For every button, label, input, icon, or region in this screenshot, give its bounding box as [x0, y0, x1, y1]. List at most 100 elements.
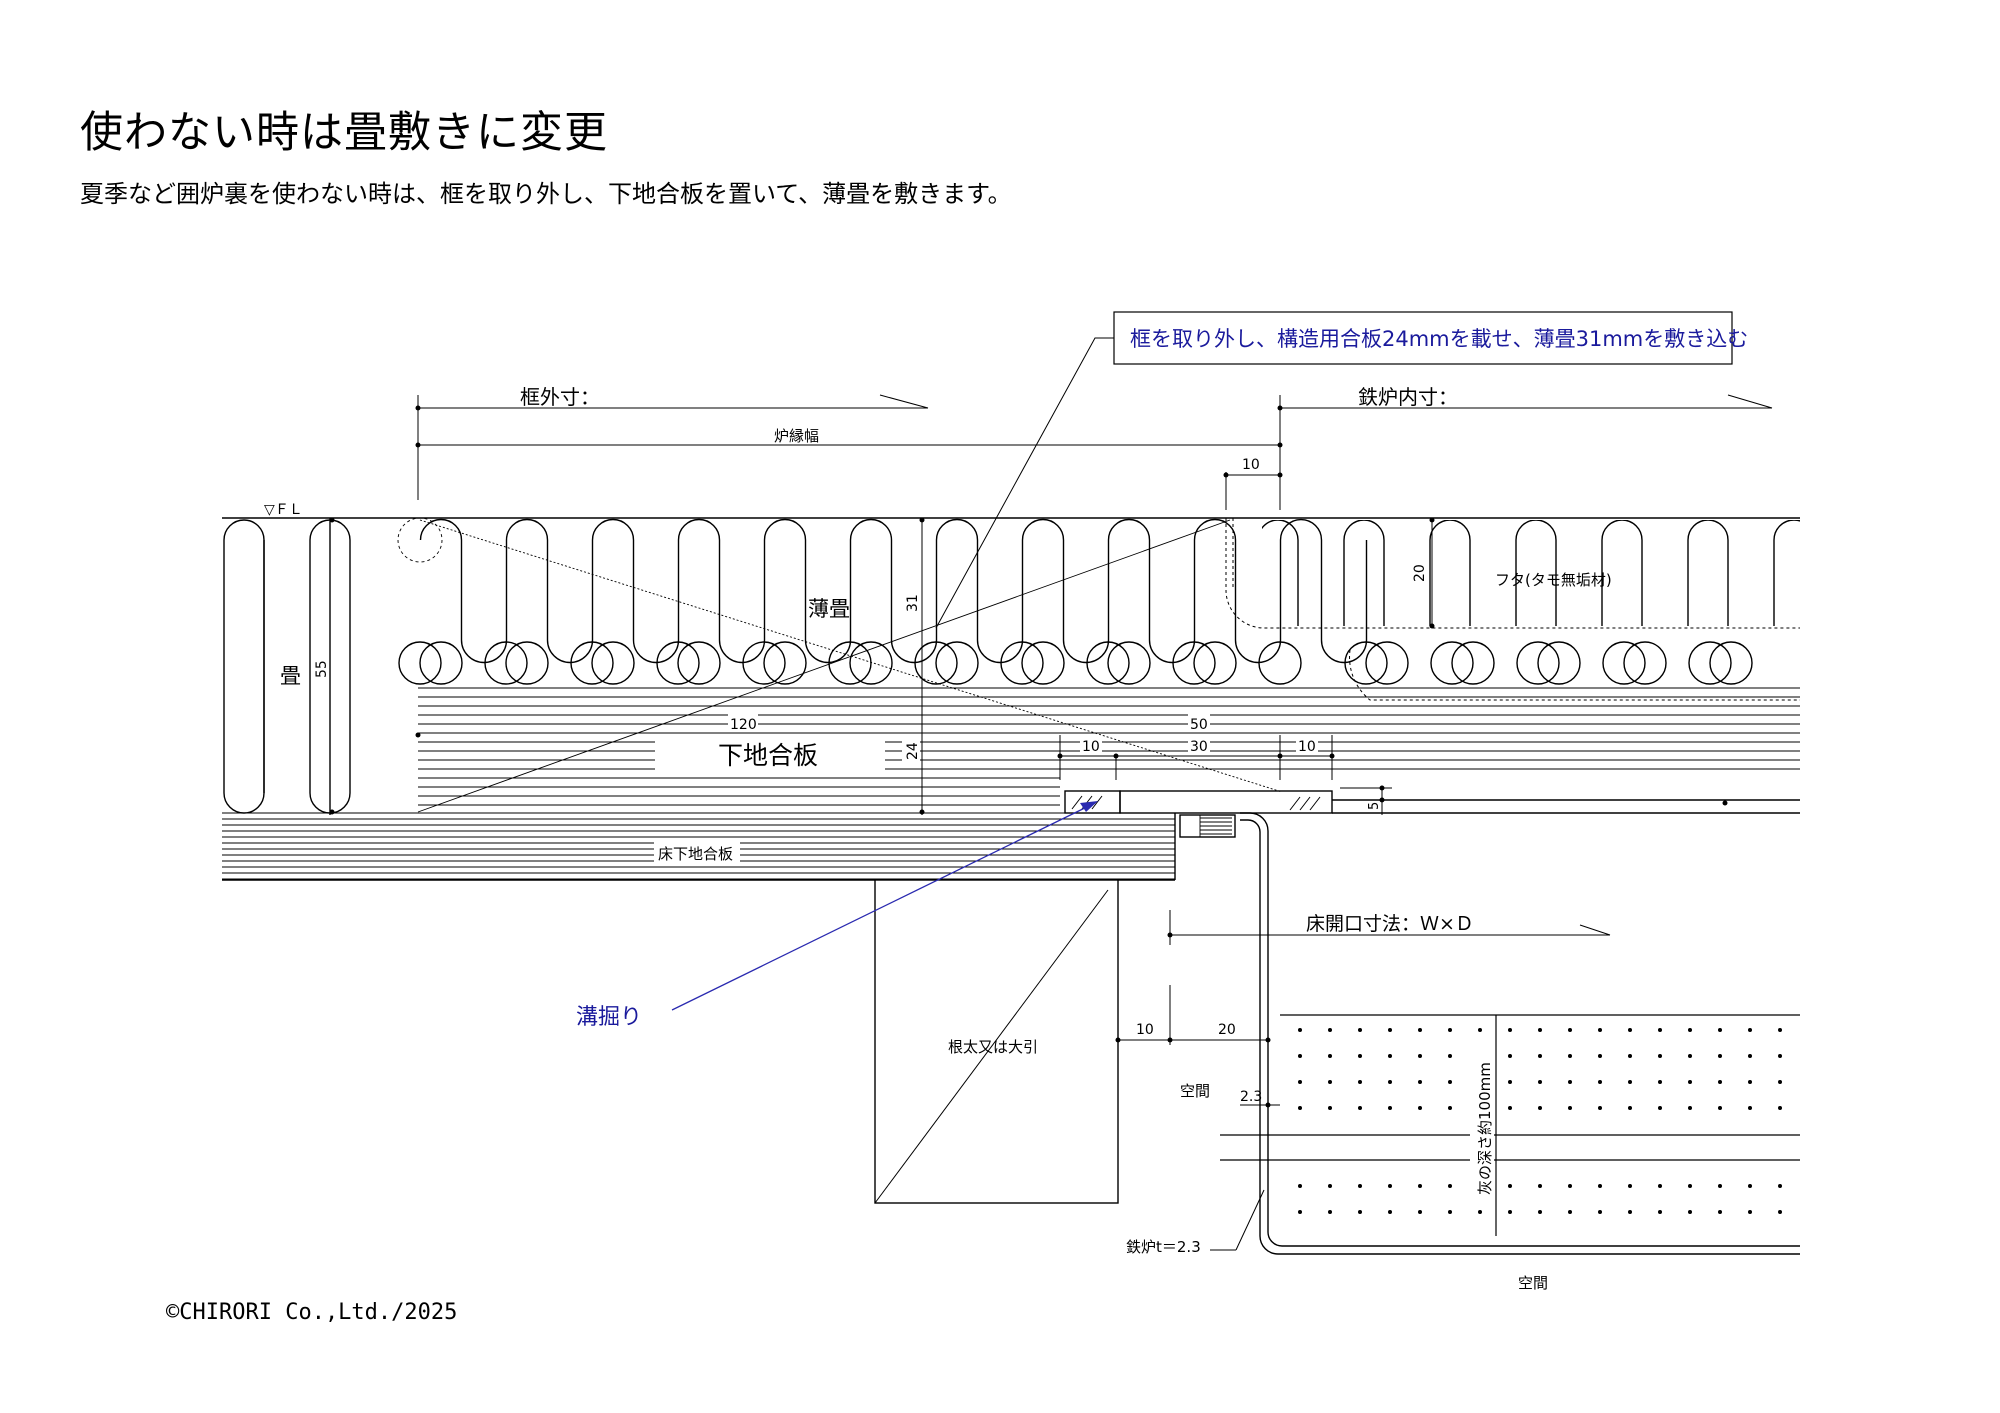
ash-dot	[1508, 1080, 1512, 1084]
ash-dot	[1298, 1028, 1302, 1032]
ash-dot	[1448, 1080, 1452, 1084]
ash-dot	[1628, 1028, 1632, 1032]
ash-dot	[1358, 1210, 1362, 1214]
ash-dot	[1328, 1080, 1332, 1084]
ash-dot	[1298, 1210, 1302, 1214]
ash-dot	[1388, 1210, 1392, 1214]
label-thin-tatami: 薄畳	[808, 597, 850, 621]
tatami-bottom-circle	[1258, 641, 1302, 685]
dim-5: 5	[1367, 802, 1382, 810]
label-iron-hearth: 鉄炉t＝2.3	[1126, 1238, 1201, 1256]
ash-dot	[1598, 1106, 1602, 1110]
callout-box	[1113, 311, 1733, 365]
tatami-bottom-circle	[484, 641, 528, 685]
ash-dot	[1718, 1184, 1722, 1188]
ash-dot	[1538, 1210, 1542, 1214]
label-sub-plywood: 下地合板	[718, 741, 818, 770]
label-tatami: 畳	[280, 664, 301, 688]
tatami-bottom-loop	[677, 641, 721, 685]
ash-dot	[1658, 1184, 1662, 1188]
tatami-bottom-circle	[828, 641, 872, 685]
tatami-bottom-circle	[1000, 641, 1044, 685]
ash-dot	[1538, 1028, 1542, 1032]
ash-dot	[1328, 1054, 1332, 1058]
tatami-loop	[849, 518, 938, 664]
ash-dot	[1328, 1028, 1332, 1032]
tatami-bottom-loop	[1107, 641, 1151, 685]
ash-dot	[1658, 1028, 1662, 1032]
tatami-bottom-circle	[1344, 641, 1388, 685]
ash-dot	[1778, 1080, 1782, 1084]
tatami-loop	[419, 518, 508, 664]
ash-dot	[1298, 1054, 1302, 1058]
tatami-bottom-circle	[1516, 641, 1560, 685]
ash-dot	[1778, 1028, 1782, 1032]
label-lid: フタ(タモ無垢材)	[1495, 571, 1612, 589]
ash-dot	[1778, 1054, 1782, 1058]
tatami-loop	[1021, 518, 1110, 664]
tatami-bottom-loop	[505, 641, 549, 685]
page-subtitle: 夏季など囲炉裏を使わない時は、框を取り外し、下地合板を置いて、薄畳を敷きます。	[80, 180, 1012, 208]
label-space-2: 空間	[1518, 1274, 1548, 1292]
page-title: 使わない時は畳敷きに変更	[80, 108, 608, 158]
tatami-loop	[591, 518, 680, 664]
sub-plywood	[418, 687, 1800, 806]
label-groove: 溝掘り	[576, 1005, 642, 1030]
ash-dot	[1568, 1210, 1572, 1214]
ash-dots	[1298, 1028, 1782, 1214]
ash-dot	[1418, 1106, 1422, 1110]
ash-dot	[1688, 1184, 1692, 1188]
ash-dot	[1358, 1106, 1362, 1110]
ash-dot	[1448, 1054, 1452, 1058]
ash-dot	[1358, 1080, 1362, 1084]
tatami-bottom-circle	[1430, 641, 1474, 685]
tatami-loop	[1193, 518, 1282, 664]
ash-dot	[1628, 1184, 1632, 1188]
ash-dot	[1628, 1106, 1632, 1110]
lid-loop	[1343, 520, 1385, 626]
tatami-bottom-loop	[1193, 641, 1237, 685]
ash-dot	[1628, 1210, 1632, 1214]
tatami-bottom-loop	[591, 641, 635, 685]
iron-hearth-wall	[1240, 812, 1800, 1247]
tatami-loop	[505, 518, 594, 664]
label-floor-opening: 床開口寸法：Ｗ×Ｄ	[1306, 913, 1474, 935]
tatami-loop	[763, 518, 852, 664]
ash-dot	[1748, 1028, 1752, 1032]
ash-dot	[1328, 1106, 1332, 1110]
ash-dot	[1538, 1080, 1542, 1084]
ash-dot	[1748, 1184, 1752, 1188]
lid-loop	[1515, 520, 1557, 626]
dim-31: 31	[905, 594, 921, 612]
lid-loops	[1262, 520, 1900, 640]
tatami-loop	[1107, 518, 1196, 664]
ash-dot	[1358, 1054, 1362, 1058]
ash-dot	[1418, 1080, 1422, 1084]
tatami-bottom-circle	[914, 641, 958, 685]
lid-loop	[1860, 520, 1900, 640]
tatami-bottom-loop	[849, 641, 893, 685]
ash-dot	[1568, 1184, 1572, 1188]
ash-dot	[1598, 1080, 1602, 1084]
ash-dot	[1388, 1080, 1392, 1084]
dim-30: 30	[1190, 739, 1208, 755]
lid-loop	[1429, 520, 1471, 626]
label-floor-sub-plywood: 床下地合板	[658, 845, 733, 863]
tatami-bottom-loop	[1623, 641, 1667, 685]
ash-dot	[1628, 1080, 1632, 1084]
tatami-bottom-circle	[1086, 641, 1130, 685]
ash-dot	[1568, 1054, 1572, 1058]
dim-10-a: 10	[1082, 739, 1100, 755]
tatami-bottom-circle	[742, 641, 786, 685]
tatami-bottom-loop	[1537, 641, 1581, 685]
tatami-bottom-loop	[1365, 641, 1409, 685]
ash-dot	[1418, 1210, 1422, 1214]
ash-dot	[1748, 1106, 1752, 1110]
ash-dot	[1718, 1106, 1722, 1110]
lid-loop	[1687, 520, 1729, 626]
ash-box	[1220, 1014, 1800, 1236]
tatami-bottom-circle	[398, 641, 442, 685]
tatami-bottom-loop	[1021, 641, 1065, 685]
ash-dot	[1778, 1210, 1782, 1214]
label-hearth-edge-width: 炉縁幅	[774, 427, 819, 445]
